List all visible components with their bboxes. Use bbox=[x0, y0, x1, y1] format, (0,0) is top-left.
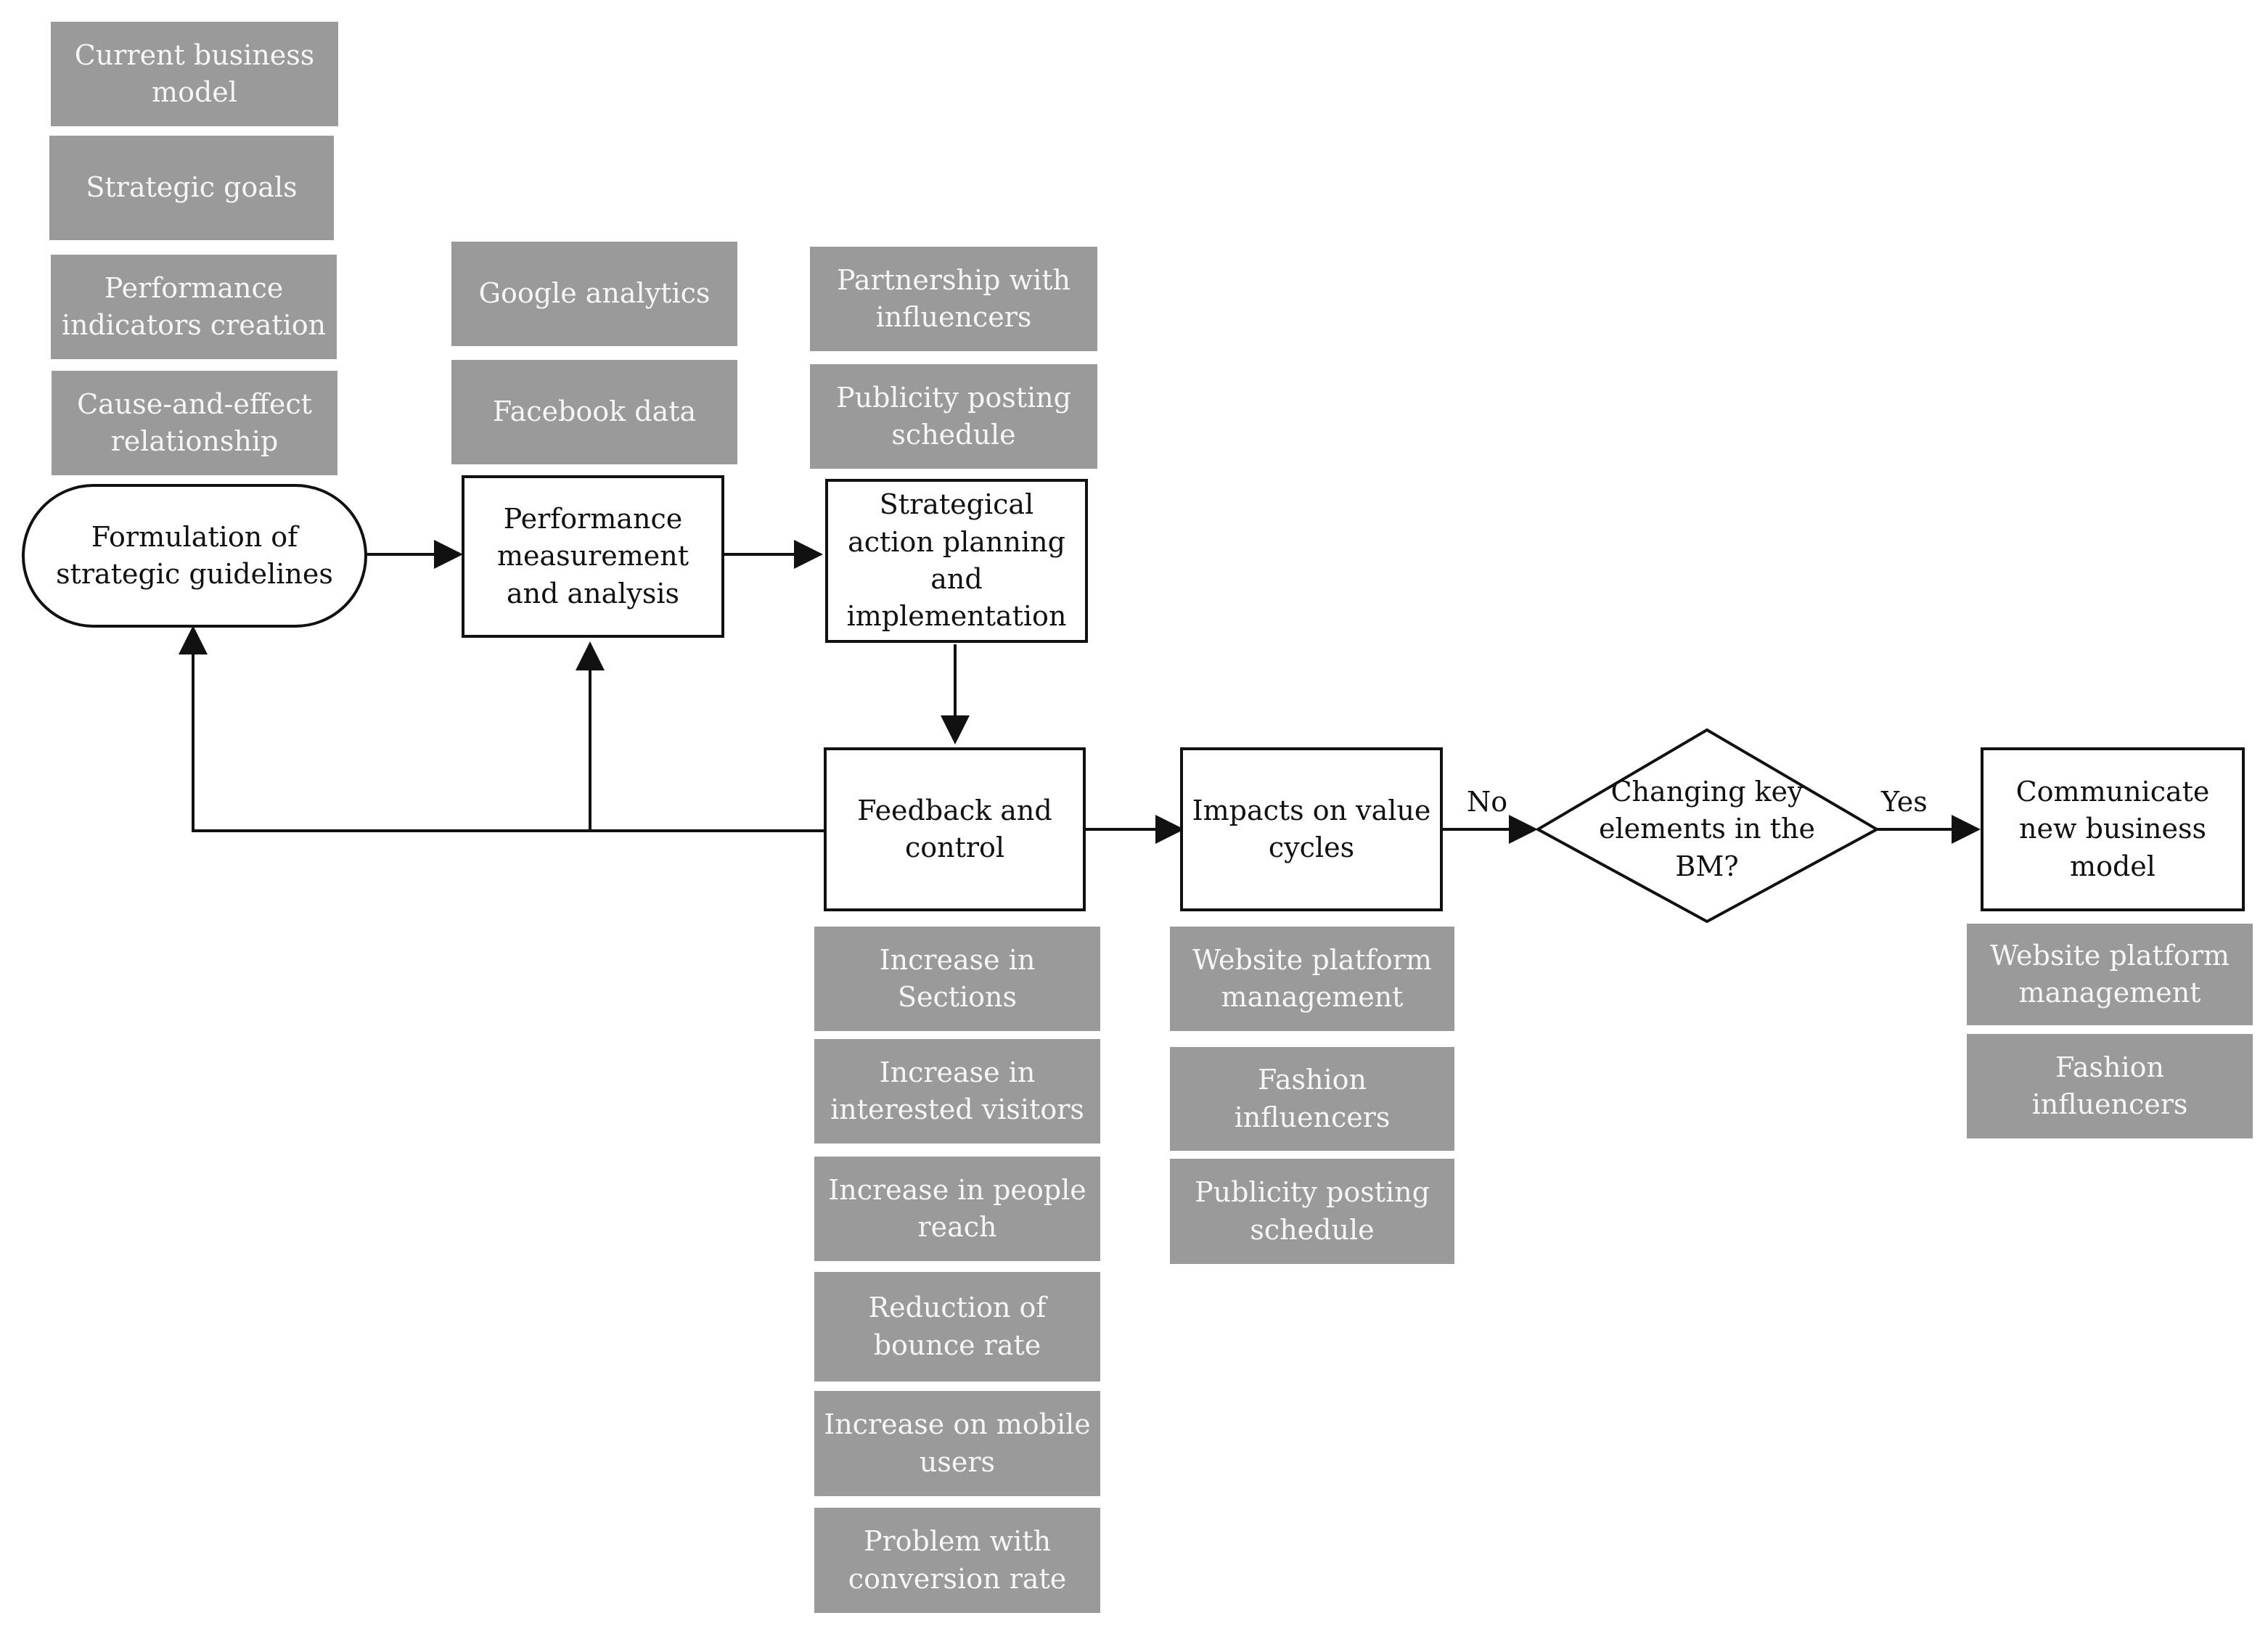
decision-diamond bbox=[1534, 728, 1880, 924]
feedback-output-box: Reduction of bounce rate bbox=[814, 1272, 1100, 1381]
communicate-output-box: Website platform management bbox=[1967, 924, 2253, 1025]
impact-output-box: Publicity posting schedule bbox=[1170, 1159, 1454, 1264]
guideline-input-box: Performance indicators creation bbox=[51, 255, 337, 359]
decision-label: Changing key elements in the BM? bbox=[1599, 776, 1815, 882]
communicate-output-box: Fashion influencers bbox=[1967, 1034, 2253, 1138]
feedback-output-box: Increase in people reach bbox=[814, 1157, 1100, 1261]
feedback-output-box: Increase in Sections bbox=[814, 927, 1100, 1031]
feedback-output-box: Problem with conversion rate bbox=[814, 1508, 1100, 1613]
planning-input-box: Publicity posting schedule bbox=[810, 364, 1097, 469]
edge-label-yes: Yes bbox=[1881, 786, 1928, 818]
feedback-output-box: Increase in interested visitors bbox=[814, 1039, 1100, 1144]
feedback-loop-line bbox=[179, 625, 825, 832]
guideline-input-box: Strategic goals bbox=[49, 136, 334, 240]
communicate-node: Communicate new business model bbox=[1981, 747, 2245, 911]
analysis-input-box: Facebook data bbox=[451, 360, 737, 464]
impacts-node: Impacts on value cycles bbox=[1180, 747, 1443, 911]
feedback-output-box: Increase on mobile users bbox=[814, 1391, 1100, 1496]
planning-input-box: Partnership with influencers bbox=[810, 247, 1097, 351]
impact-output-box: Fashion influencers bbox=[1170, 1047, 1454, 1151]
formulation-node: Formulation of strategic guidelines bbox=[22, 484, 367, 628]
analysis-input-box: Google analytics bbox=[451, 242, 737, 346]
strategical-node: Strategical action planning and implemen… bbox=[825, 479, 1088, 643]
edge-label-no: No bbox=[1467, 786, 1508, 818]
guideline-input-box: Cause-and-effect relationship bbox=[52, 371, 337, 475]
guideline-input-box: Current business model bbox=[51, 22, 338, 126]
feedback-node: Feedback and control bbox=[824, 747, 1086, 911]
impact-output-box: Website platform management bbox=[1170, 927, 1454, 1031]
performance-node: Performance measurement and analysis bbox=[462, 475, 724, 638]
